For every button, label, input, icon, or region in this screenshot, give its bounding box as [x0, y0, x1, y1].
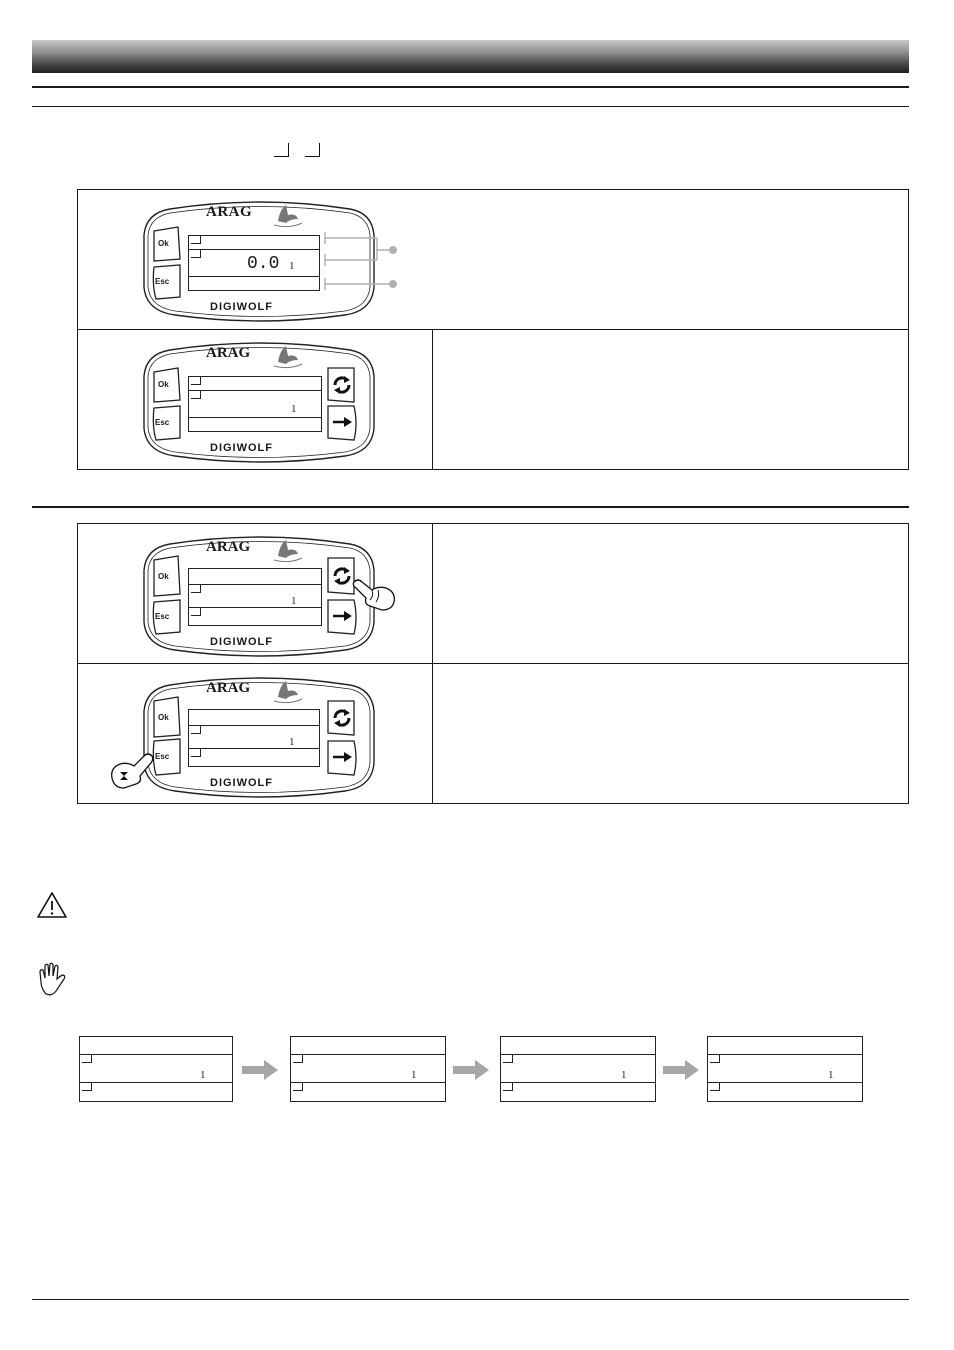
sequence-display-2: 1	[290, 1036, 446, 1102]
brand-logo: ARAG	[206, 345, 251, 361]
table-2-row-divider	[77, 663, 908, 664]
product-logo: DIGIWOLF	[210, 301, 273, 313]
sequence-display-1: 1	[79, 1036, 233, 1102]
footer-rule	[32, 1299, 909, 1300]
page-header-bar	[32, 40, 909, 73]
lcd-row-2: 1	[189, 585, 321, 608]
lcd-row-3	[501, 1083, 655, 1100]
lcd-unit-digit: 1	[289, 736, 295, 748]
device-panel-2: ARAG Ok Esc DIGIWOLF 1	[140, 336, 380, 464]
lcd-row-3	[189, 277, 319, 289]
lcd-unit-digit: 1	[291, 595, 297, 607]
device-panel-3: ARAG Ok Esc DIGIWOLF 1	[140, 530, 380, 658]
table-1-col-divider	[432, 329, 433, 469]
arrow-right-icon[interactable]	[331, 749, 353, 765]
arrow-right-icon	[663, 1060, 699, 1080]
brand-logo: ARAG	[206, 680, 251, 696]
lcd-unit-digit: 1	[828, 1069, 834, 1081]
lcd-row-1	[189, 710, 319, 726]
lcd-screen: 1	[188, 709, 320, 767]
ok-button[interactable]: Ok	[158, 572, 169, 581]
lcd-row-3	[291, 1083, 445, 1100]
lcd-row-2: 1	[189, 726, 319, 749]
product-logo: DIGIWOLF	[210, 777, 273, 789]
refresh-icon[interactable]	[331, 706, 353, 730]
esc-button[interactable]: Esc	[155, 612, 170, 621]
device-outline	[143, 342, 375, 463]
header-rule	[32, 86, 909, 88]
refresh-icon[interactable]	[331, 564, 353, 588]
lcd-row-1	[189, 569, 321, 585]
lcd-screen: 1	[188, 568, 322, 626]
lcd-row-2: 1	[291, 1055, 445, 1083]
lcd-row-1	[291, 1037, 445, 1055]
product-logo: DIGIWOLF	[210, 636, 273, 648]
lcd-row-3	[189, 608, 321, 624]
device-outline	[143, 677, 375, 798]
device-outline	[143, 201, 375, 322]
lcd-row-2: 1	[80, 1055, 232, 1083]
arrow-right-icon	[242, 1060, 278, 1080]
ok-button[interactable]: Ok	[158, 380, 169, 389]
lcd-row-2: 1	[501, 1055, 655, 1083]
lcd-row-3	[189, 418, 321, 430]
lcd-row-3	[708, 1083, 862, 1100]
esc-button[interactable]: Esc	[155, 418, 170, 427]
lcd-row-1	[708, 1037, 862, 1055]
sequence-display-4: 1	[707, 1036, 863, 1102]
brand-logo: ARAG	[206, 539, 251, 555]
product-logo: DIGIWOLF	[210, 442, 273, 454]
refresh-icon[interactable]	[331, 373, 353, 397]
lcd-unit-digit: 1	[289, 260, 295, 272]
callout-lines	[324, 232, 397, 290]
bracket-marker-right	[305, 143, 320, 157]
table-2-col-divider	[432, 523, 433, 803]
section-rule-2	[32, 506, 909, 508]
lcd-screen: 0.0 1	[188, 235, 320, 291]
device-panel-4: ARAG Ok Esc DIGIWOLF 1	[140, 671, 380, 799]
lcd-unit-digit: 1	[411, 1069, 417, 1081]
lcd-unit-digit: 1	[200, 1069, 206, 1081]
ok-button[interactable]: Ok	[158, 713, 169, 722]
lcd-row-1	[501, 1037, 655, 1055]
lcd-row-2: 1	[708, 1055, 862, 1083]
ok-button[interactable]: Ok	[158, 239, 169, 248]
lcd-row-3	[189, 749, 319, 765]
lcd-row-1	[189, 377, 321, 391]
hourglass-hand-icon	[111, 753, 154, 789]
lcd-row-1	[80, 1037, 232, 1055]
lcd-row-3	[80, 1083, 232, 1100]
arrow-right-icon	[453, 1060, 489, 1080]
warning-icon	[37, 892, 67, 918]
lcd-unit-digit: 1	[291, 403, 297, 415]
lcd-row-1	[189, 236, 319, 250]
arrow-right-icon[interactable]	[331, 414, 353, 430]
lcd-row-2: 1	[189, 391, 321, 418]
section-rule	[32, 106, 909, 107]
esc-button[interactable]: Esc	[155, 277, 170, 286]
lcd-screen: 1	[188, 376, 322, 432]
bracket-marker-left	[274, 143, 289, 157]
lcd-row-2: 0.0 1	[189, 250, 319, 277]
esc-button[interactable]: Esc	[155, 752, 170, 761]
brand-logo: ARAG	[206, 204, 253, 220]
arrow-right-icon[interactable]	[331, 608, 353, 624]
table-1-row-divider	[77, 329, 908, 330]
device-panel-1: ARAG Ok Esc DIGIWOLF 0.0 1	[140, 195, 380, 323]
lcd-value: 0.0	[247, 254, 280, 274]
sequence-display-3: 1	[500, 1036, 656, 1102]
pointing-hand-icon	[352, 579, 395, 611]
hand-icon	[39, 962, 66, 996]
lcd-unit-digit: 1	[621, 1069, 627, 1081]
